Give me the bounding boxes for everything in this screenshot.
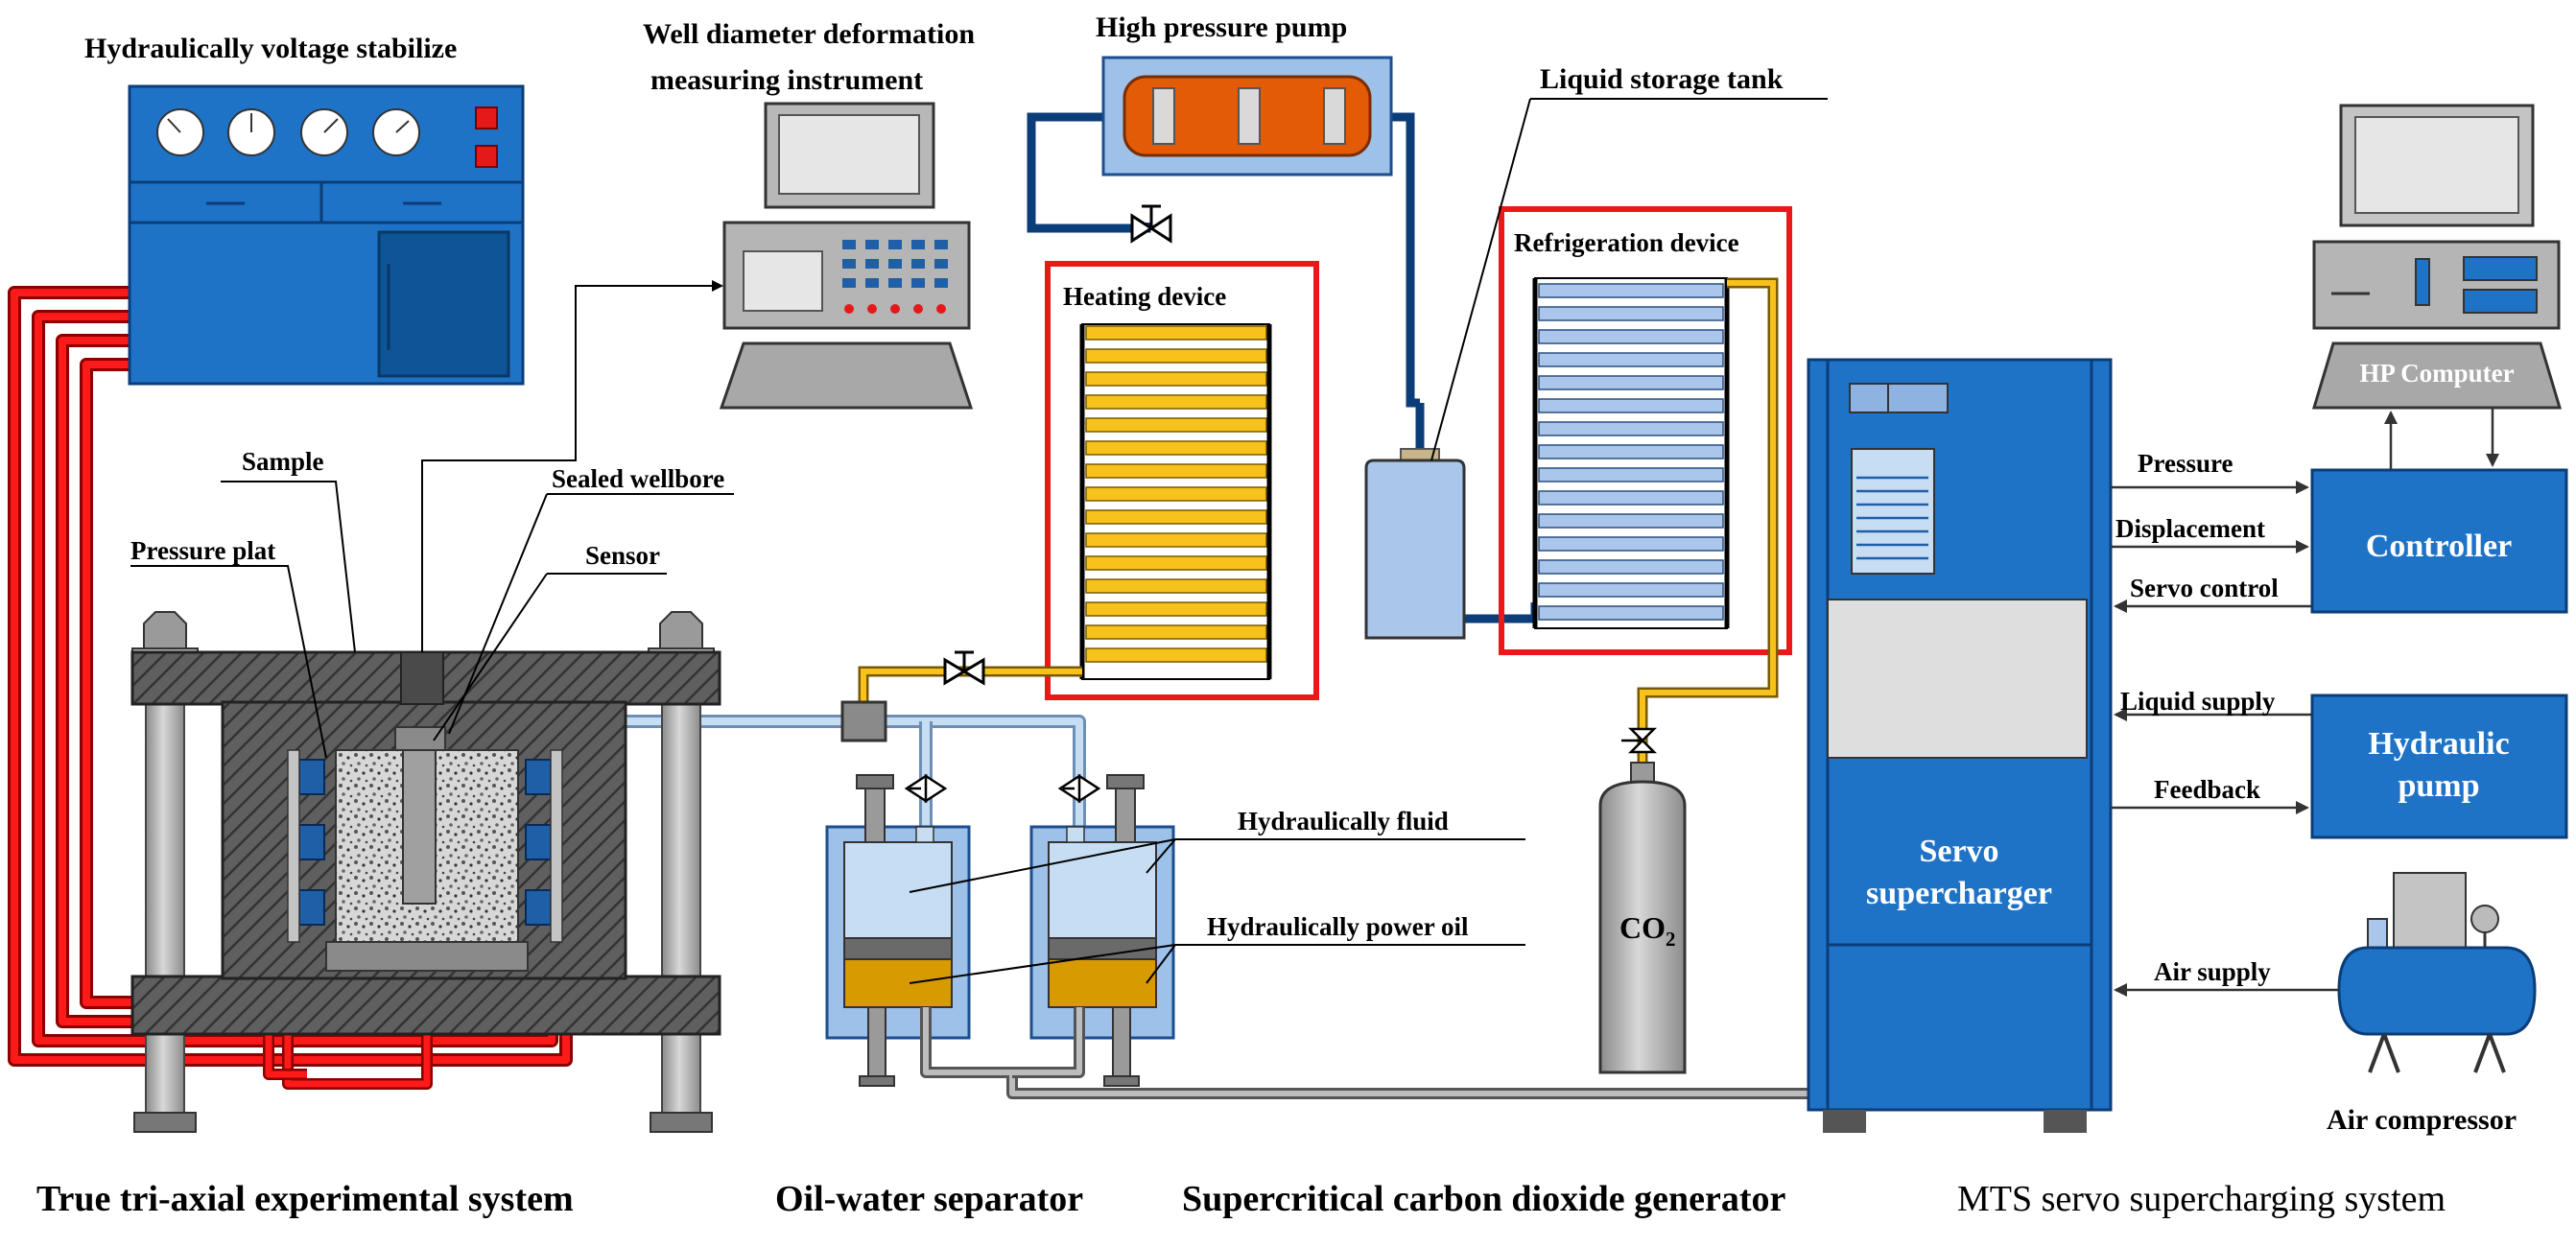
label-high-pressure-pump: High pressure pump bbox=[1096, 12, 1347, 43]
triaxial-frame bbox=[130, 611, 721, 1133]
label-well-instrument-1: Well diameter deformation bbox=[643, 18, 975, 50]
label-pressure: Pressure bbox=[2138, 449, 2233, 478]
hydraulic-stabilizer bbox=[128, 84, 525, 386]
controller-box bbox=[2310, 468, 2568, 614]
label-liquid-storage-tank: Liquid storage tank bbox=[1540, 63, 1784, 95]
separator-valve-icons bbox=[904, 773, 1101, 804]
label-feedback: Feedback bbox=[2154, 775, 2260, 804]
pump-valve-icon bbox=[1130, 204, 1172, 244]
leader-lines bbox=[130, 98, 1828, 984]
caption-co2-generator: Supercritical carbon dioxide generator bbox=[1182, 1179, 1786, 1219]
caption-mts: MTS servo supercharging system bbox=[1957, 1179, 2446, 1219]
label-servo-control: Servo control bbox=[2130, 574, 2279, 602]
junction-block bbox=[840, 700, 887, 742]
high-pressure-pump bbox=[1101, 56, 1393, 176]
servo-supercharger bbox=[1807, 358, 2113, 1133]
label-well-instrument-2: measuring instrument bbox=[650, 64, 923, 96]
caption-separator: Oil-water separator bbox=[775, 1179, 1083, 1219]
pressure-gauges bbox=[156, 108, 420, 156]
label-air-compressor: Air compressor bbox=[2327, 1104, 2517, 1136]
label-heating-device: Heating device bbox=[1063, 282, 1226, 311]
hydraulic-pump-box bbox=[2310, 694, 2568, 839]
label-hydraulic-pump-1: Hydraulic bbox=[2368, 726, 2509, 762]
label-hp-computer: HP Computer bbox=[2359, 359, 2514, 388]
oil-water-separator-left bbox=[825, 774, 971, 1087]
sensor-blocks bbox=[298, 759, 552, 926]
heater-valve-icon bbox=[943, 650, 985, 686]
label-pressure-plate: Pressure plat bbox=[130, 536, 275, 565]
label-co2: CO2 bbox=[1619, 910, 1676, 951]
heating-device bbox=[1045, 261, 1319, 700]
co2-valve-icon bbox=[1621, 727, 1658, 754]
section-captions: True tri-axial experimental system Oil-w… bbox=[36, 1179, 2446, 1219]
label-hydraulic-fluid: Hydraulically fluid bbox=[1238, 807, 1449, 835]
air-compressor bbox=[2337, 872, 2537, 1073]
label-air-supply: Air supply bbox=[2154, 957, 2271, 986]
deformation-instrument bbox=[719, 102, 974, 410]
liquid-storage-tank bbox=[1364, 448, 1466, 640]
label-servo-1: Servo bbox=[1919, 834, 1998, 869]
label-refrigeration-device: Refrigeration device bbox=[1514, 228, 1739, 257]
label-displacement: Displacement bbox=[2115, 514, 2265, 543]
hp-computer bbox=[2311, 104, 2563, 410]
label-sensor: Sensor bbox=[585, 541, 660, 570]
label-sealed-wellbore: Sealed wellbore bbox=[552, 464, 724, 493]
label-sample: Sample bbox=[242, 447, 324, 476]
signal-arrows bbox=[2111, 408, 2499, 997]
text-labels: Hydraulically voltage stabilize Well dia… bbox=[84, 12, 2517, 1136]
label-liquid-supply: Liquid supply bbox=[2120, 687, 2276, 716]
label-hydraulic-stabilizer: Hydraulically voltage stabilize bbox=[84, 33, 457, 64]
grey-return-line bbox=[920, 1007, 1808, 1099]
label-controller: Controller bbox=[2366, 529, 2512, 564]
label-servo-2: supercharger bbox=[1866, 876, 2052, 911]
co2-cylinder bbox=[1598, 727, 1687, 1074]
refrigeration-device bbox=[1499, 206, 1792, 655]
label-hydraulic-pump-2: pump bbox=[2398, 768, 2479, 804]
oil-water-separator-right bbox=[1029, 774, 1175, 1087]
caption-triaxial: True tri-axial experimental system bbox=[36, 1179, 574, 1219]
label-hydraulic-power-oil: Hydraulically power oil bbox=[1207, 912, 1469, 941]
